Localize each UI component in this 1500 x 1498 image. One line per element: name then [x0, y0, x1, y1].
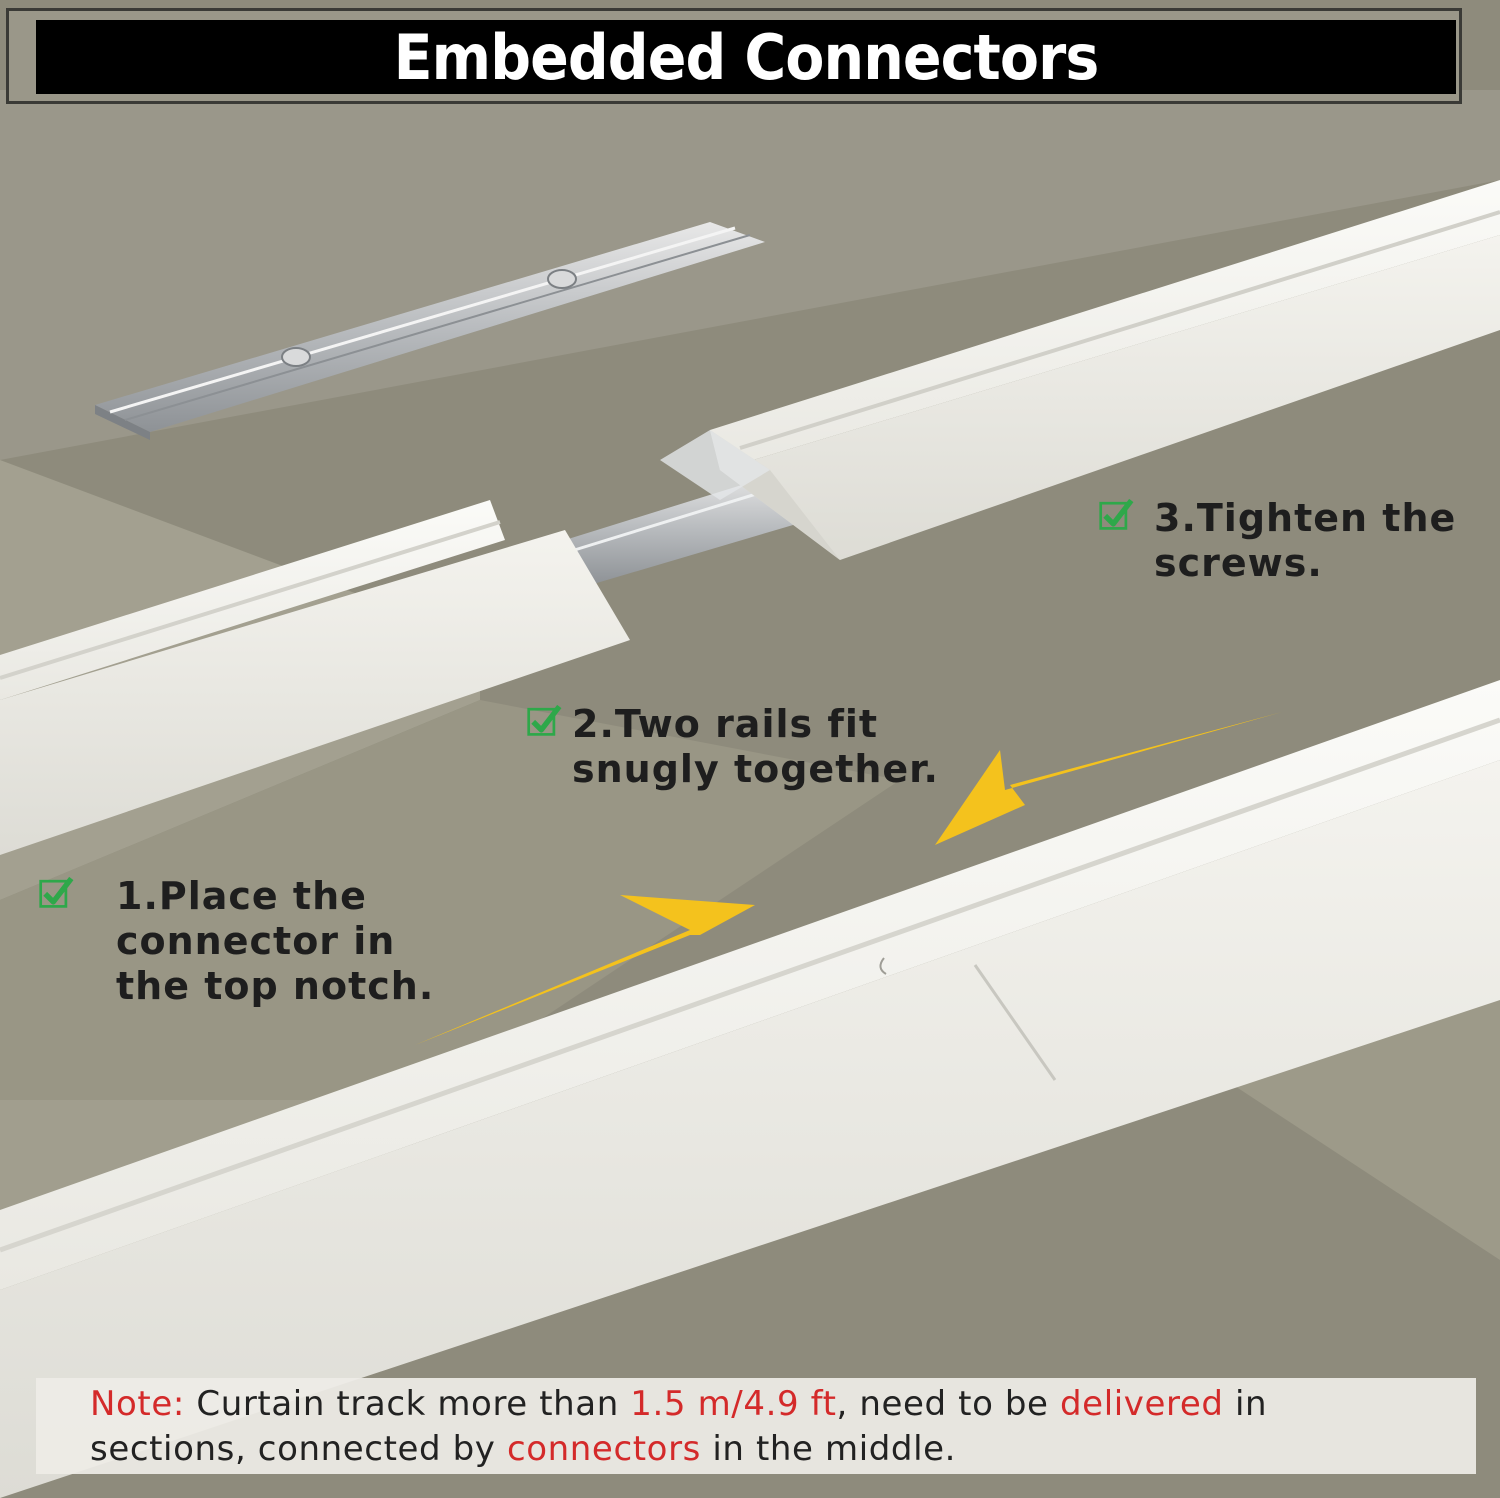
step-3: 3.Tighten the screws.	[1098, 496, 1456, 586]
note-box: Note: Curtain track more than 1.5 m/4.9 …	[36, 1378, 1476, 1474]
screw-icon	[281, 347, 311, 367]
note-line-2: sections, connected by connectors in the…	[90, 1429, 957, 1469]
checkmark-icon	[39, 876, 74, 908]
screw-icon	[547, 269, 577, 289]
step-1: 1.Place the connector in the top notch.	[38, 874, 434, 1009]
step-2: 2.Two rails fit snugly together.	[526, 702, 939, 792]
floor-panel-back	[0, 90, 1500, 460]
loose-connector	[95, 222, 765, 440]
title-banner: Embedded Connectors	[36, 20, 1456, 94]
rail-joint-line	[973, 964, 1057, 1081]
checkmark-icon	[1099, 498, 1134, 530]
note-line-1: Note: Curtain track more than 1.5 m/4.9 …	[90, 1384, 1268, 1424]
step-2-text: 2.Two rails fit snugly together.	[572, 702, 939, 791]
step-3-text: 3.Tighten the screws.	[1154, 496, 1457, 585]
checkmark-icon	[527, 704, 562, 736]
step-1-text: 1.Place the connector in the top notch.	[116, 874, 435, 1008]
rail-front	[0, 680, 1500, 1498]
page-title: Embedded Connectors	[393, 20, 1100, 94]
floor-panel-mid	[0, 700, 900, 1100]
arrow-icon	[415, 895, 755, 1045]
rail-upper-left	[0, 500, 630, 855]
rail-upper-right	[660, 180, 1500, 560]
